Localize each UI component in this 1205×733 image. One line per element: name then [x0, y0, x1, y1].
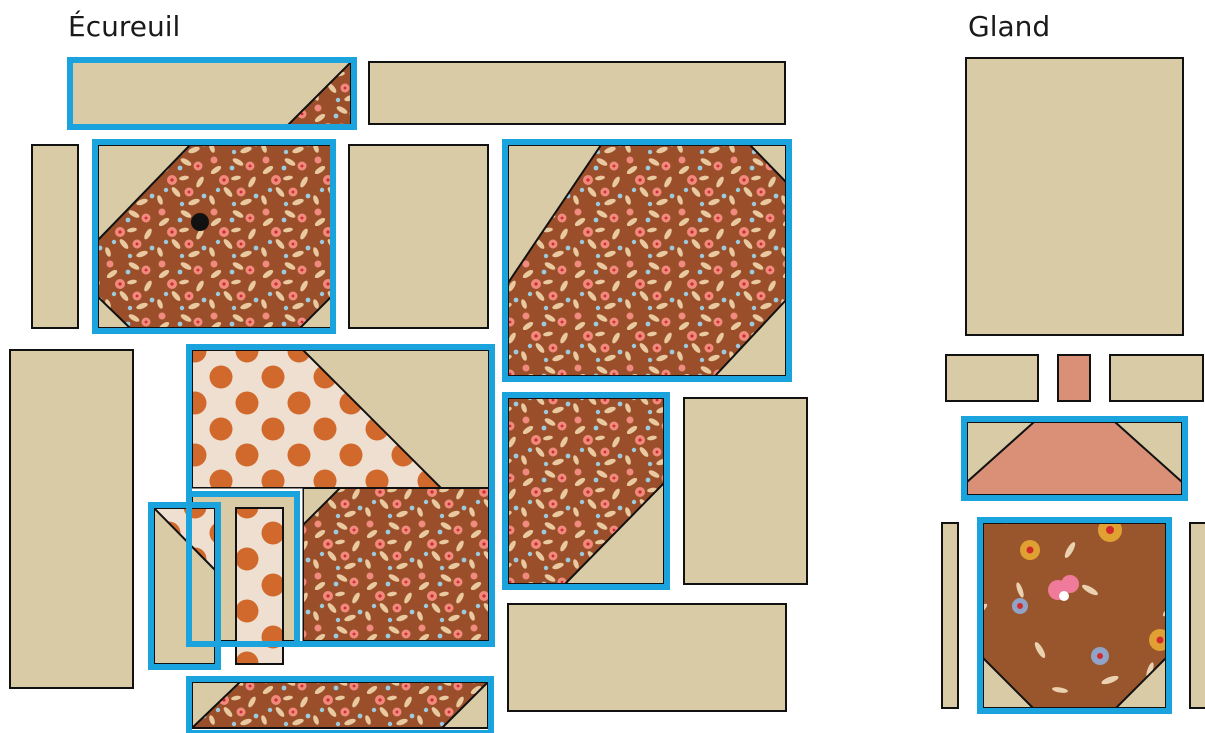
acorn-background-strip — [942, 523, 958, 708]
squirrel-bottom-block — [192, 682, 488, 728]
squirrel-foot-block — [154, 508, 215, 664]
acorn-cap-block — [967, 422, 1182, 495]
acorn-nut-block — [983, 523, 1166, 708]
squirrel-eye — [191, 213, 209, 231]
background-strip — [369, 62, 785, 124]
polka-strip — [236, 508, 283, 664]
acorn-background-top — [966, 58, 1183, 335]
squirrel-paw-block — [508, 398, 664, 584]
squirrel-tail-top-block — [72, 62, 351, 125]
acorn-background-strip — [1110, 355, 1203, 401]
acorn-background-strip — [946, 355, 1038, 401]
acorn-stem — [1058, 355, 1090, 401]
squirrel-body-block — [508, 145, 786, 376]
background-strip — [508, 604, 786, 711]
acorn-background-strip — [1190, 523, 1205, 708]
background-square — [684, 398, 807, 584]
background-strip — [10, 350, 133, 688]
background-strip — [32, 145, 78, 328]
squirrel-head-block — [98, 145, 331, 328]
background-square — [349, 145, 488, 328]
